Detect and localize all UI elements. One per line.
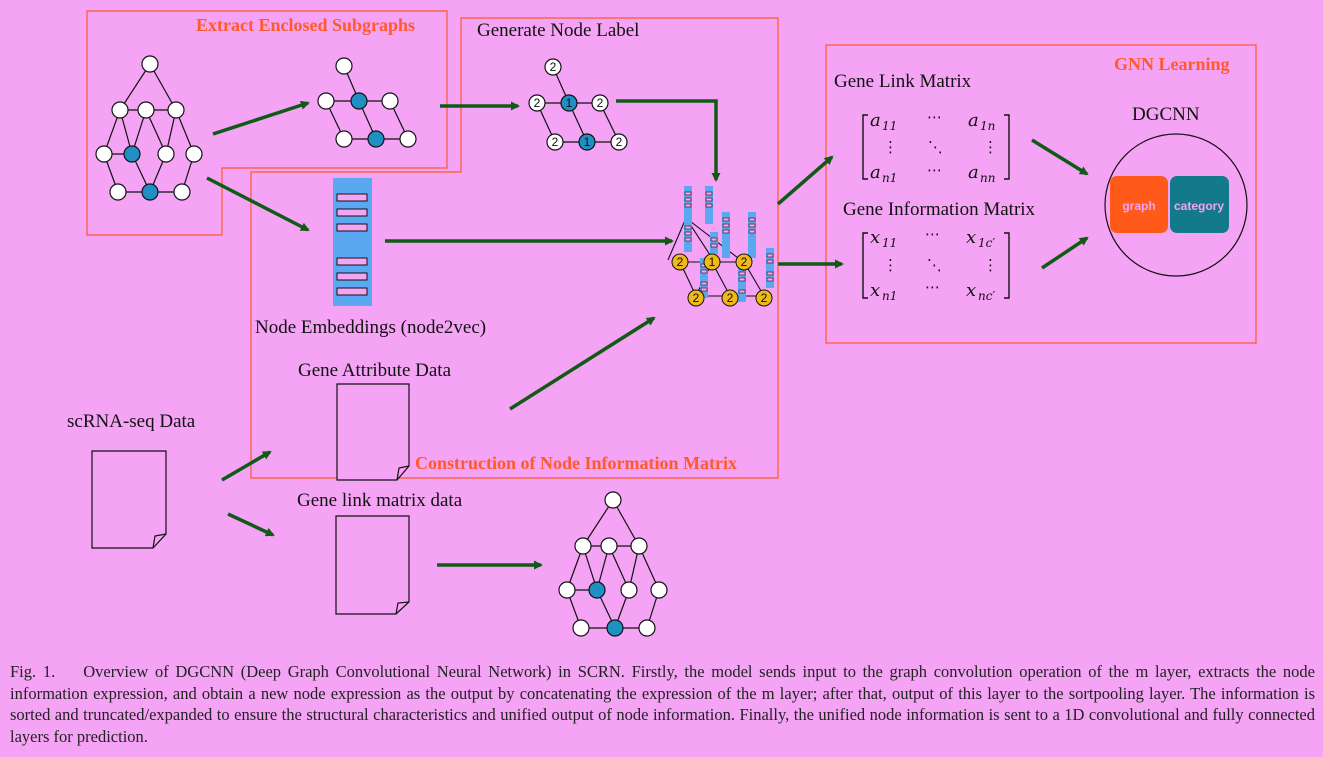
dgcnn-title: DGCNN	[1132, 104, 1200, 125]
svg-text:2: 2	[727, 291, 734, 305]
gnn-learning-title: GNN Learning	[1114, 54, 1230, 74]
svg-text:⋮: ⋮	[883, 138, 898, 156]
svg-text:2: 2	[741, 255, 748, 269]
scrna-document-icon	[91, 450, 167, 549]
gene-link-data-label: Gene link matrix data	[297, 490, 463, 511]
gene-attribute-document-icon	[336, 383, 410, 481]
svg-text:n1: n1	[882, 171, 897, 185]
category-button[interactable]: category	[1170, 176, 1229, 233]
svg-text:1: 1	[709, 255, 716, 269]
graph-button[interactable]: graph	[1110, 176, 1168, 233]
svg-text:⋯: ⋯	[925, 225, 940, 243]
svg-text:1n: 1n	[980, 119, 995, 133]
svg-text:1c′: 1c′	[978, 236, 995, 250]
svg-text:nc′: nc′	[978, 289, 995, 303]
svg-text:category: category	[1174, 199, 1224, 213]
figure-label: Fig. 1.	[10, 662, 56, 681]
gene-information-matrix-title: Gene Information Matrix	[843, 199, 1036, 220]
labelled-subgraph	[528, 58, 628, 151]
svg-text:x: x	[966, 227, 976, 248]
gene-information-matrix: x 11 x 1c′ x n1 x nc′ ⋯ ⋯ ⋮ ⋮ ⋱	[862, 225, 1010, 303]
svg-text:⋮: ⋮	[983, 256, 998, 274]
svg-text:2: 2	[550, 60, 557, 74]
gnn-learning-region	[825, 44, 1257, 344]
svg-text:⋮: ⋮	[883, 256, 898, 274]
svg-text:x: x	[966, 280, 976, 301]
svg-text:a: a	[968, 110, 979, 131]
svg-text:⋯: ⋯	[927, 161, 942, 179]
gene-attribute-label: Gene Attribute Data	[298, 360, 452, 381]
generate-node-label-text: Generate Node Label	[477, 20, 639, 41]
gene-link-matrix-title: Gene Link Matrix	[834, 71, 972, 92]
extract-subgraphs-title: Extract Enclosed Subgraphs	[196, 15, 415, 35]
svg-text:⋱: ⋱	[928, 138, 943, 156]
node-label-numbers: 2 2 1 2 2 1 2	[534, 60, 623, 149]
svg-text:nn: nn	[980, 171, 995, 185]
svg-text:a: a	[870, 162, 881, 183]
scrna-label: scRNA-seq Data	[67, 411, 196, 432]
svg-text:⋱: ⋱	[927, 256, 942, 274]
svg-text:⋯: ⋯	[925, 278, 940, 296]
node-information-graph: 2 1 2 2 2 2	[667, 186, 774, 307]
svg-text:x: x	[870, 280, 880, 301]
pipeline-diagram: Extract Enclosed Subgraphs Construction …	[67, 10, 1257, 637]
svg-text:a: a	[870, 110, 881, 131]
gene-link-matrix: a 11 a 1n a n1 a nn ⋯ ⋯ ⋮ ⋮ ⋱	[862, 108, 1010, 185]
gene-link-document-icon	[335, 515, 410, 615]
node-embeddings-label: Node Embeddings (node2vec)	[255, 317, 486, 338]
svg-text:2: 2	[597, 96, 604, 110]
enclosed-subgraph	[317, 57, 417, 148]
svg-text:x: x	[870, 227, 880, 248]
svg-text:2: 2	[693, 291, 700, 305]
svg-text:2: 2	[552, 135, 559, 149]
svg-text:2: 2	[534, 96, 541, 110]
svg-text:⋮: ⋮	[983, 138, 998, 156]
svg-text:⋯: ⋯	[927, 108, 942, 126]
caption-text: Overview of DGCNN (Deep Graph Convolutio…	[10, 662, 1316, 746]
svg-text:a: a	[968, 162, 979, 183]
full-graph-1	[95, 55, 203, 201]
svg-text:11: 11	[882, 236, 897, 250]
figure-caption: Fig. 1.Overview of DGCNN (Deep Graph Con…	[10, 661, 1315, 747]
flow-arrows	[206, 99, 1089, 570]
svg-text:1: 1	[566, 96, 573, 110]
node-embedding-vector	[333, 178, 372, 306]
svg-text:2: 2	[677, 255, 684, 269]
full-graph-2	[558, 491, 668, 637]
svg-text:graph: graph	[1122, 199, 1155, 213]
extract-subgraphs-region	[86, 10, 448, 236]
svg-text:n1: n1	[882, 289, 897, 303]
svg-text:2: 2	[761, 291, 768, 305]
svg-text:11: 11	[882, 119, 897, 133]
dgcnn-circle	[1104, 133, 1248, 277]
node-information-region	[250, 17, 779, 479]
construction-title: Construction of Node Information Matrix	[415, 453, 737, 473]
svg-text:1: 1	[584, 135, 591, 149]
svg-text:2: 2	[616, 135, 623, 149]
